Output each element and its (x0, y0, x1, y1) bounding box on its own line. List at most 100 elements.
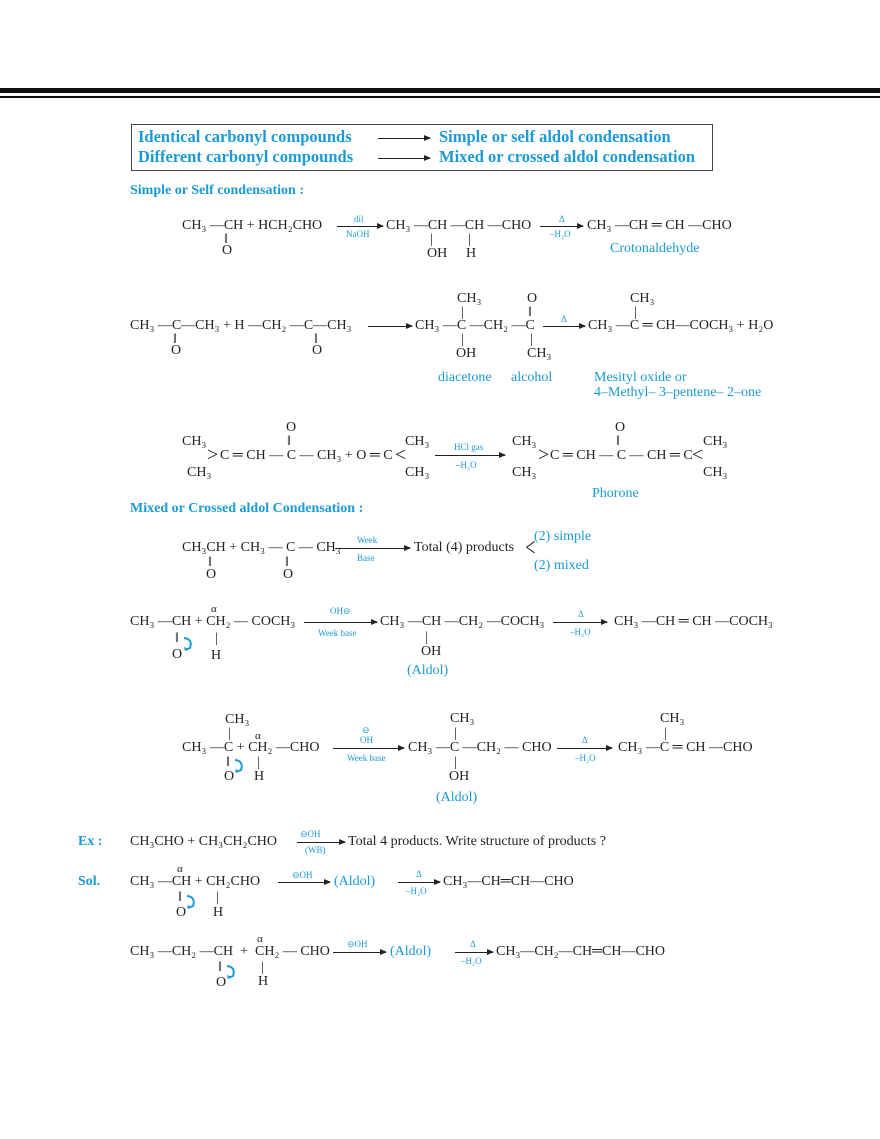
box-row2-left: Different carbonyl compounds (138, 147, 354, 166)
double-bond: ‖ (314, 332, 318, 347)
product-name: Crotonaldehyde (610, 241, 700, 256)
oxygen: O (286, 420, 297, 435)
bond: | (461, 305, 464, 320)
hydroxyl: OH (427, 246, 448, 261)
double-bond: ‖ (528, 305, 532, 320)
bond: | (468, 232, 471, 247)
methyl: CH₃ (703, 434, 728, 449)
double-bond: ‖ (224, 232, 228, 247)
reaction-arrow (304, 619, 378, 625)
arrow-label: Δ (416, 869, 422, 879)
double-bond: ‖ (616, 434, 620, 449)
arrow-label: –H₂O (570, 627, 591, 637)
arrow-label: Base (357, 553, 375, 563)
arrow-label: Δ (582, 735, 588, 745)
arrow-label: HCl gas (454, 442, 484, 452)
r2-final: CH₃ —C ═ CH—COCH₃ + H₂O (588, 318, 774, 333)
reaction-arrow (278, 879, 331, 885)
ex-question: Total 4 products. Write structure of pro… (348, 834, 606, 849)
reaction-arrow (398, 879, 441, 885)
ex-reactant: CH₃CHO + CH₃CH₂CHO (130, 834, 277, 849)
box-row1-right: Simple or self aldol condensation (439, 127, 671, 146)
methyl: CH₃ (457, 291, 482, 306)
arrow-label: ⊖OH (300, 829, 321, 839)
alpha-label: α (255, 730, 261, 742)
arrow-label: –H₂O (406, 886, 427, 896)
arrow-label: –H₂O (456, 460, 477, 470)
methyl: CH₃ (405, 465, 430, 480)
alpha-label: α (257, 933, 263, 945)
arrow-label: –H₂O (461, 956, 482, 966)
double-bond: ‖ (285, 555, 289, 570)
methyl: CH₃ (512, 434, 537, 449)
aldol-label: (Aldol) (407, 663, 449, 678)
hydrogen: H (254, 769, 265, 784)
box-row1-left: Identical carbonyl compounds (138, 127, 352, 146)
arrow-label: dil (354, 214, 364, 224)
r1-product: CH₃ —CH —CH —CHO (386, 218, 532, 233)
double-bond: ‖ (175, 631, 179, 646)
heading-mixed: Mixed or Crossed aldol Condensation : (130, 501, 364, 516)
hydrogen: H (213, 905, 224, 920)
arrow-label: –H₂O (550, 229, 571, 239)
label-alcohol: alcohol (511, 370, 553, 385)
oxygen: O (224, 769, 235, 784)
r1-reactant: CH₃ —CH + HCH₂CHO (182, 218, 323, 233)
arrow-label: Δ (578, 609, 584, 619)
bond: | (430, 232, 433, 247)
r4-reactant: CH₃CH + CH₃ — C — CH₃ (182, 540, 341, 555)
methyl: CH₃ (225, 712, 250, 727)
bond: | (461, 332, 464, 347)
header-rule (0, 88, 880, 93)
reaction-arrow (540, 223, 584, 229)
hydroxyl: OH (449, 769, 470, 784)
double-bond: ‖ (208, 555, 212, 570)
hydrogen: H (258, 974, 269, 989)
arrow-label: NaOH (346, 229, 370, 239)
methyl: CH₃ (450, 711, 475, 726)
double-bond: ‖ (226, 755, 230, 770)
double-bond: ‖ (218, 960, 222, 975)
reaction-arrow (333, 949, 387, 955)
label-diacetone: diacetone (438, 370, 492, 385)
curved-arrow-icon (234, 759, 243, 773)
product-name-iupac: 4–Methyl– 3–pentene– 2–one (594, 385, 762, 400)
methyl: CH₃ (527, 346, 552, 361)
product-name: Phorone (592, 486, 639, 501)
double-bond: ‖ (287, 434, 291, 449)
header-rule-thin (0, 96, 880, 98)
sol-label: Sol. (78, 874, 101, 889)
reaction-arrow (335, 545, 411, 551)
reaction-arrow (543, 323, 586, 329)
aldol-label: (Aldol) (334, 874, 376, 889)
bond: | (261, 960, 264, 975)
methyl: CH₃ (405, 434, 430, 449)
arrow-label: Week (357, 535, 378, 545)
double-bond: ‖ (178, 890, 182, 905)
oxygen: O (176, 905, 187, 920)
arrow-label: ⊖OH (347, 939, 368, 949)
reaction-arrow (557, 745, 613, 751)
double-bond: ‖ (173, 332, 177, 347)
r2-product: CH₃ —C —CH₂ —C (415, 318, 535, 333)
arrow-label: Δ (559, 214, 565, 224)
oxygen: O (283, 567, 294, 582)
r1-final: CH₃ —CH ═ CH —CHO (587, 218, 732, 233)
heading-simple: Simple or Self condensation : (130, 183, 304, 198)
bond: | (664, 726, 667, 741)
r4-product: Total (4) products (414, 540, 515, 555)
bond: | (425, 630, 428, 645)
simple-count: (2) simple (534, 529, 592, 544)
summary-box (131, 124, 713, 171)
branch: > (207, 444, 219, 466)
product-name: Mesityl oxide or (594, 370, 687, 385)
oxygen: O (171, 343, 182, 358)
hydrogen: H (466, 246, 477, 261)
alpha-label: α (211, 603, 217, 615)
reaction-arrow (297, 839, 346, 845)
r2-reactant: CH₃ —C—CH₃ + H —CH₂ —C—CH₃ (130, 318, 352, 333)
bond: | (257, 755, 260, 770)
alpha-label: α (177, 863, 183, 875)
reaction-arrow (435, 452, 506, 458)
